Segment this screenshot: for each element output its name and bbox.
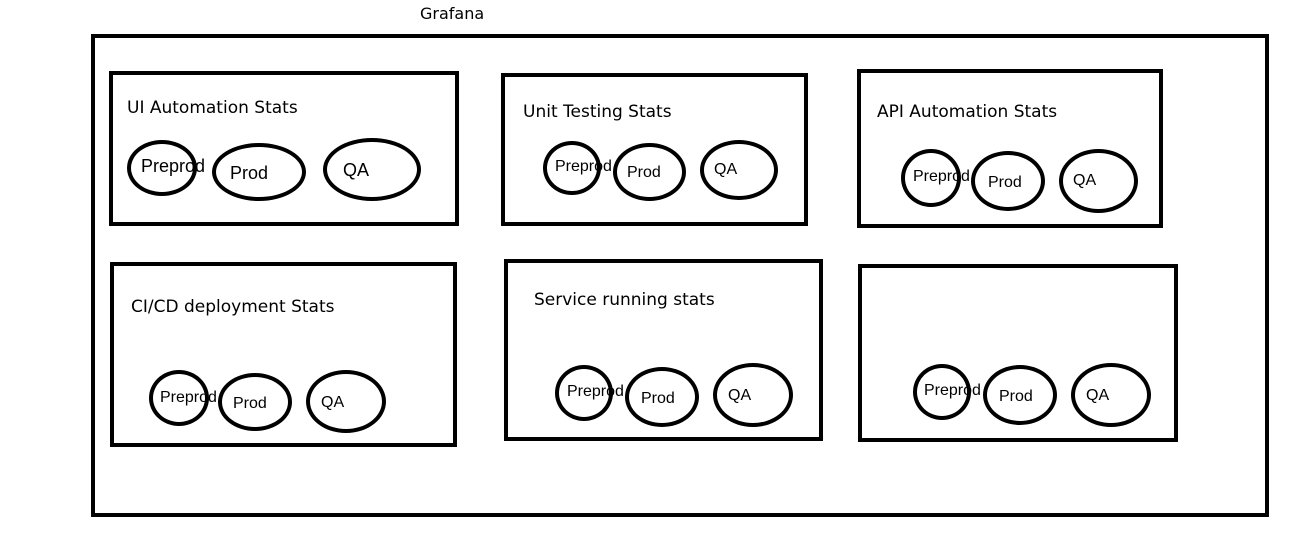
env-label: Prod <box>641 390 675 407</box>
env-preprod-bubble[interactable]: Preprod <box>149 370 217 426</box>
env-label: Preprod <box>160 389 217 406</box>
env-label: Preprod <box>913 168 970 185</box>
panel-api-automation-stats[interactable]: API Automation Stats Preprod Prod QA <box>857 69 1163 228</box>
panel-title: UI Automation Stats <box>127 98 298 118</box>
panel-untitled[interactable]: Preprod Prod QA <box>858 264 1178 442</box>
env-label: Preprod <box>555 158 612 175</box>
env-label: QA <box>1086 387 1110 404</box>
env-label: QA <box>728 387 752 404</box>
env-preprod-bubble[interactable]: Preprod <box>127 140 205 196</box>
env-label: Preprod <box>141 156 206 176</box>
panel-service-running-stats[interactable]: Service running stats Preprod Prod QA <box>504 259 823 441</box>
panel-title: CI/CD deployment Stats <box>131 297 335 317</box>
env-prod-bubble[interactable]: Prod <box>625 367 699 427</box>
panel-title: API Automation Stats <box>877 102 1058 122</box>
env-qa-bubble[interactable]: QA <box>1059 149 1138 213</box>
env-label: QA <box>714 161 738 178</box>
panel-title: Unit Testing Stats <box>523 102 672 122</box>
dashboard-frame <box>91 34 1269 517</box>
env-preprod-bubble[interactable]: Preprod <box>901 149 970 207</box>
env-qa-bubble[interactable]: QA <box>323 138 421 201</box>
env-label: Prod <box>988 174 1022 191</box>
env-preprod-bubble[interactable]: Preprod <box>555 365 624 421</box>
env-label: Preprod <box>567 383 624 400</box>
env-preprod-bubble[interactable]: Preprod <box>913 364 981 420</box>
env-qa-bubble[interactable]: QA <box>1071 363 1151 427</box>
env-label: Preprod <box>924 382 981 399</box>
env-prod-bubble[interactable]: Prod <box>218 373 292 431</box>
panel-ui-automation-stats[interactable]: UI Automation Stats Preprod Prod QA <box>109 71 459 226</box>
env-label: QA <box>343 160 370 180</box>
env-prod-bubble[interactable]: Prod <box>971 151 1045 211</box>
env-prod-bubble[interactable]: Prod <box>613 143 686 201</box>
env-label: Prod <box>230 163 269 183</box>
env-label: QA <box>1073 172 1097 189</box>
env-label: Prod <box>999 388 1033 405</box>
panel-unit-testing-stats[interactable]: Unit Testing Stats Preprod Prod QA <box>501 73 808 226</box>
panel-cicd-deployment-stats[interactable]: CI/CD deployment Stats Preprod Prod QA <box>110 262 457 447</box>
env-qa-bubble[interactable]: QA <box>713 363 793 427</box>
env-label: QA <box>321 394 345 411</box>
env-qa-bubble[interactable]: QA <box>700 140 778 200</box>
env-label: Prod <box>233 395 267 412</box>
env-prod-bubble[interactable]: Prod <box>212 143 306 201</box>
env-prod-bubble[interactable]: Prod <box>983 365 1057 425</box>
env-preprod-bubble[interactable]: Preprod <box>543 141 612 195</box>
panel-title: Service running stats <box>534 290 715 310</box>
env-qa-bubble[interactable]: QA <box>306 370 386 433</box>
page-title: Grafana <box>420 4 485 23</box>
env-label: Prod <box>627 164 661 181</box>
